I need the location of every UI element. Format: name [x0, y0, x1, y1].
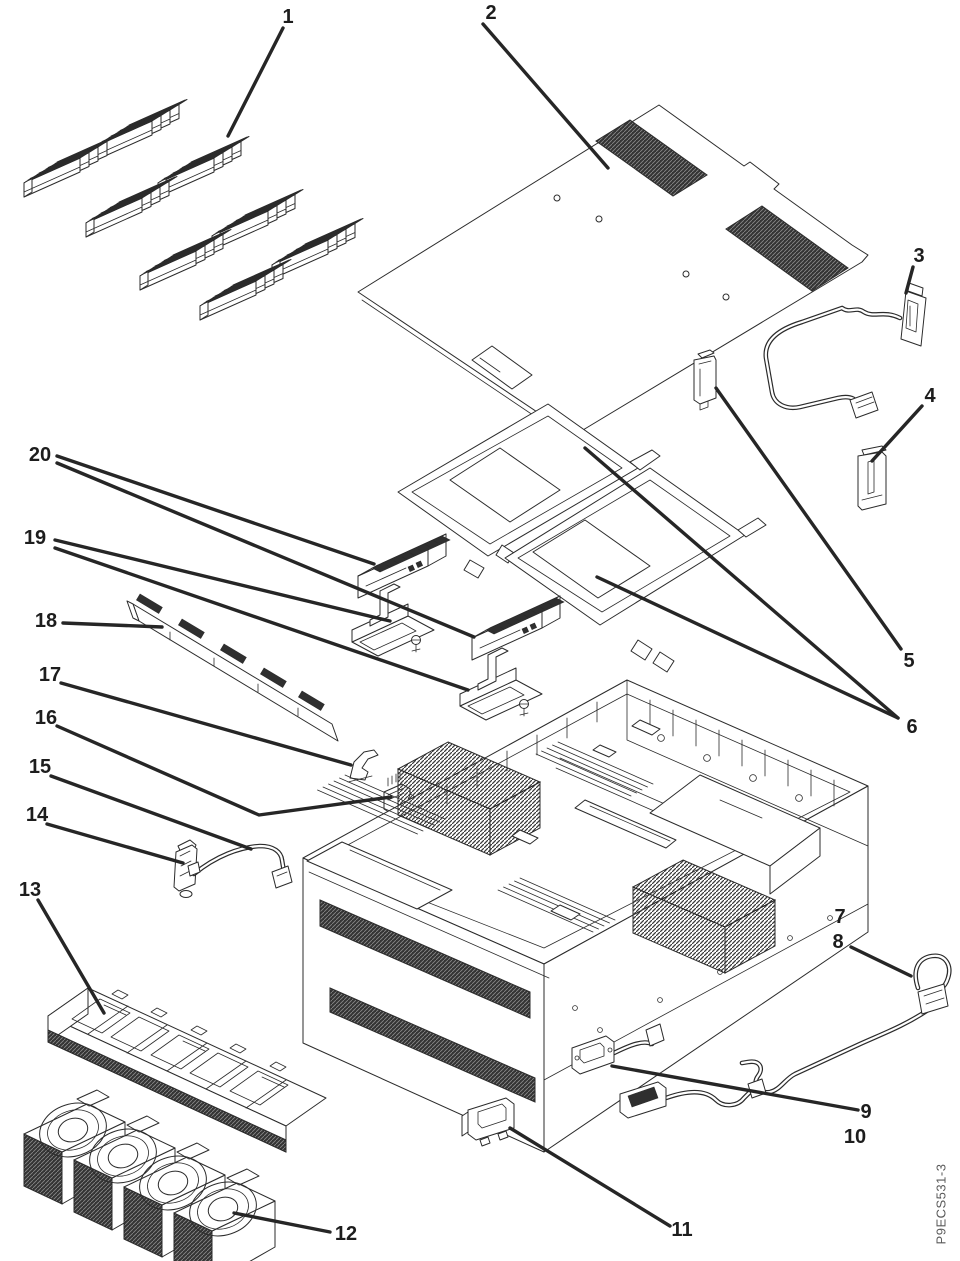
callout-8: 8: [832, 931, 844, 953]
leader-14: [45, 822, 185, 865]
part17-clip: [347, 749, 379, 783]
callout-13: 13: [18, 879, 42, 901]
part14-latch: [173, 839, 198, 898]
leader-16: [55, 724, 393, 817]
callout-16: 16: [34, 707, 58, 729]
part4-bracket: [857, 445, 887, 511]
callout-7: 7: [834, 906, 846, 928]
part18-backplane-bar: [126, 593, 339, 742]
leader-5: [714, 386, 903, 651]
figure-id-label: P9ECS531-3: [933, 1163, 949, 1245]
leader-18: [61, 621, 164, 629]
leader-11: [508, 1126, 672, 1228]
leader-1: [226, 26, 285, 138]
leader-13: [36, 898, 106, 1015]
leader-17: [59, 681, 353, 767]
leader-19b: [53, 546, 470, 692]
leader-19a: [53, 538, 392, 623]
part11-bracket: [461, 1097, 515, 1147]
leader-20a: [55, 454, 376, 566]
callout-9: 9: [860, 1101, 872, 1123]
callout-2: 2: [485, 2, 497, 24]
callout-17: 17: [38, 664, 62, 686]
callout-6: 6: [906, 716, 918, 738]
leader-4: [870, 404, 924, 463]
leader-6b: [595, 575, 900, 720]
part7-8-cable-rod: [739, 953, 952, 1095]
leader-lines: [36, 22, 924, 1234]
leader-8: [849, 945, 913, 978]
callout-11: 11: [671, 1219, 693, 1241]
leader-20b: [55, 461, 476, 639]
leader-15: [49, 774, 253, 851]
callout-20: 20: [28, 444, 52, 466]
callout-12: 12: [334, 1223, 358, 1245]
callout-15: 15: [28, 756, 52, 778]
callout-10: 10: [843, 1126, 867, 1148]
part5-bracket: [693, 349, 717, 411]
part15-cable: [187, 843, 293, 889]
part3-cable-assembly: [763, 282, 927, 419]
part9-10-boards: [571, 1023, 767, 1119]
callout-1: 1: [282, 6, 294, 28]
callout-4: 4: [924, 385, 936, 407]
callout-19: 19: [23, 527, 47, 549]
service-access-cover: [357, 104, 869, 445]
callout-5: 5: [903, 650, 915, 672]
memory-dimm-clusters: [24, 100, 363, 321]
leader-2: [481, 22, 610, 170]
leader-12: [232, 1211, 332, 1234]
leader-6a: [583, 446, 900, 720]
system-chassis: [302, 679, 869, 1153]
callout-3: 3: [913, 245, 925, 267]
leader-9: [610, 1064, 860, 1112]
callout-18: 18: [34, 610, 58, 632]
part19-brackets: [351, 583, 543, 721]
leader-3: [904, 265, 915, 295]
part13-drive-cage: [47, 987, 327, 1153]
part6-air-baffles: [397, 403, 767, 673]
callout-14: 14: [25, 804, 49, 826]
